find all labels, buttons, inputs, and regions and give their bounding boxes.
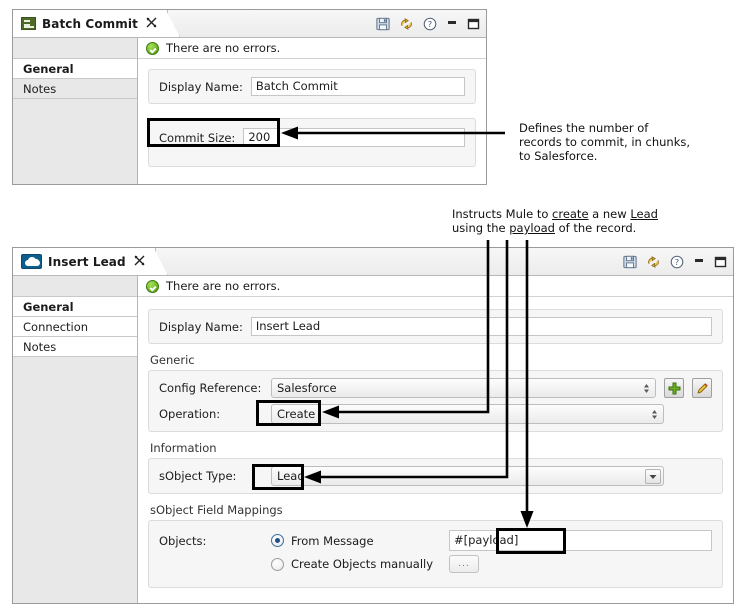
generic-panel: Config Reference: Salesforce bbox=[148, 370, 723, 432]
save-icon[interactable] bbox=[376, 17, 390, 31]
sobject-type-row: sObject Type: Lead bbox=[149, 459, 722, 493]
information-panel: sObject Type: Lead bbox=[148, 458, 723, 494]
chevron-down-icon[interactable] bbox=[645, 469, 661, 484]
operation-value: Create bbox=[277, 407, 316, 421]
sidebar-item-connection[interactable]: Connection bbox=[13, 317, 137, 337]
display-name-label: Display Name: bbox=[159, 319, 243, 334]
config-reference-select[interactable]: Salesforce bbox=[271, 378, 656, 398]
svg-text:?: ? bbox=[675, 257, 679, 267]
minimize-icon[interactable] bbox=[693, 256, 705, 268]
tab-insert-lead[interactable]: Insert Lead bbox=[13, 248, 156, 275]
close-icon[interactable] bbox=[134, 255, 145, 269]
config-reference-row: Config Reference: Salesforce bbox=[149, 371, 722, 401]
tab-label: Batch Commit bbox=[42, 16, 138, 31]
sidebar-item-general[interactable]: General bbox=[13, 59, 137, 79]
radio-icon[interactable] bbox=[271, 557, 284, 571]
maximize-icon[interactable] bbox=[714, 256, 727, 268]
radio-from-message-label: From Message bbox=[291, 533, 374, 548]
edit-icon[interactable] bbox=[692, 378, 712, 398]
salesforce-cloud-icon bbox=[21, 254, 42, 269]
insert-lead-sidebar: General Connection Notes bbox=[13, 276, 138, 603]
display-name-row: Display Name: Insert Lead bbox=[149, 310, 722, 343]
maximize-icon[interactable] bbox=[467, 18, 480, 30]
display-name-panel: Display Name: Batch Commit bbox=[148, 69, 476, 104]
insert-lead-main: There are no errors. Display Name: Inser… bbox=[138, 276, 733, 603]
batch-commit-window-tools: ? bbox=[376, 10, 480, 37]
status-text: There are no errors. bbox=[166, 41, 281, 55]
references-icon[interactable] bbox=[646, 255, 661, 269]
status-text: There are no errors. bbox=[166, 279, 281, 293]
svg-text:?: ? bbox=[428, 19, 432, 29]
close-icon[interactable] bbox=[146, 17, 157, 31]
mappings-panel: Objects: From Message #[payload] Create … bbox=[148, 520, 723, 588]
display-name-row: Display Name: Batch Commit bbox=[149, 70, 475, 103]
group-label-mappings: sObject Field Mappings bbox=[150, 503, 283, 517]
status-bar: There are no errors. bbox=[138, 276, 733, 297]
batch-commit-tabbar: Batch Commit bbox=[13, 10, 486, 38]
references-icon[interactable] bbox=[399, 17, 414, 31]
group-label-generic: Generic bbox=[150, 353, 195, 367]
batch-commit-body: General Notes There are no errors. Displ… bbox=[13, 38, 486, 184]
ok-check-icon bbox=[146, 41, 159, 55]
operation-label: Operation: bbox=[159, 407, 221, 421]
sidebar-item-notes[interactable]: Notes bbox=[13, 337, 137, 357]
commit-size-row: Commit Size: 200 bbox=[149, 119, 475, 154]
sobject-type-label: sObject Type: bbox=[159, 469, 237, 483]
spinner-arrows-icon bbox=[644, 384, 649, 393]
sidebar-spacer bbox=[13, 276, 137, 297]
display-name-input[interactable]: Insert Lead bbox=[250, 317, 712, 336]
config-reference-value: Salesforce bbox=[277, 381, 337, 395]
batch-commit-sidebar: General Notes bbox=[13, 38, 138, 184]
sidebar-spacer bbox=[13, 38, 137, 59]
commit-size-panel: Commit Size: 200 bbox=[148, 118, 476, 167]
tab-batch-commit[interactable]: Batch Commit bbox=[13, 10, 168, 37]
tab-label: Insert Lead bbox=[48, 254, 126, 269]
spinner-arrows-icon bbox=[652, 410, 657, 419]
radio-icon[interactable] bbox=[271, 534, 284, 547]
batch-commit-dialog: Batch Commit bbox=[12, 9, 487, 185]
commit-size-label: Commit Size: bbox=[159, 130, 236, 145]
sobject-type-value: Lead bbox=[277, 469, 305, 483]
sidebar-item-general[interactable]: General bbox=[13, 297, 137, 317]
radio-create-manually[interactable]: Create Objects manually bbox=[271, 557, 441, 571]
ok-check-icon bbox=[146, 279, 159, 293]
help-icon[interactable]: ? bbox=[670, 255, 684, 269]
insert-lead-window-tools: ? bbox=[623, 248, 727, 275]
minimize-icon[interactable] bbox=[446, 18, 458, 30]
objects-row: Objects: From Message #[payload] bbox=[149, 521, 722, 553]
add-icon[interactable] bbox=[664, 378, 684, 398]
browse-button[interactable]: ... bbox=[449, 555, 479, 573]
payload-input[interactable]: #[payload] bbox=[449, 530, 712, 551]
batch-commit-icon bbox=[21, 17, 36, 30]
save-icon[interactable] bbox=[623, 255, 637, 269]
insert-lead-dialog: Insert Lead bbox=[12, 247, 734, 604]
insert-lead-tabbar: Insert Lead bbox=[13, 248, 733, 276]
commit-size-input[interactable]: 200 bbox=[243, 128, 465, 147]
operation-row: Operation: Create bbox=[149, 401, 722, 431]
radio-from-message[interactable]: From Message bbox=[271, 534, 441, 548]
display-name-label: Display Name: bbox=[159, 79, 243, 94]
group-label-information: Information bbox=[150, 441, 217, 455]
insert-lead-body: General Connection Notes There are no er… bbox=[13, 276, 733, 603]
help-icon[interactable]: ? bbox=[423, 17, 437, 31]
sidebar-item-notes[interactable]: Notes bbox=[13, 79, 137, 99]
display-name-input[interactable]: Batch Commit bbox=[250, 77, 465, 96]
create-manually-row: Create Objects manually ... bbox=[149, 553, 722, 580]
display-name-panel: Display Name: Insert Lead bbox=[148, 309, 723, 344]
config-reference-label: Config Reference: bbox=[159, 381, 262, 395]
sobject-type-select[interactable]: Lead bbox=[271, 466, 664, 486]
objects-label: Objects: bbox=[159, 533, 207, 548]
radio-create-manually-label: Create Objects manually bbox=[291, 557, 434, 571]
operation-select[interactable]: Create bbox=[271, 404, 664, 424]
batch-commit-main: There are no errors. Display Name: Batch… bbox=[138, 38, 486, 184]
status-bar: There are no errors. bbox=[138, 38, 486, 59]
